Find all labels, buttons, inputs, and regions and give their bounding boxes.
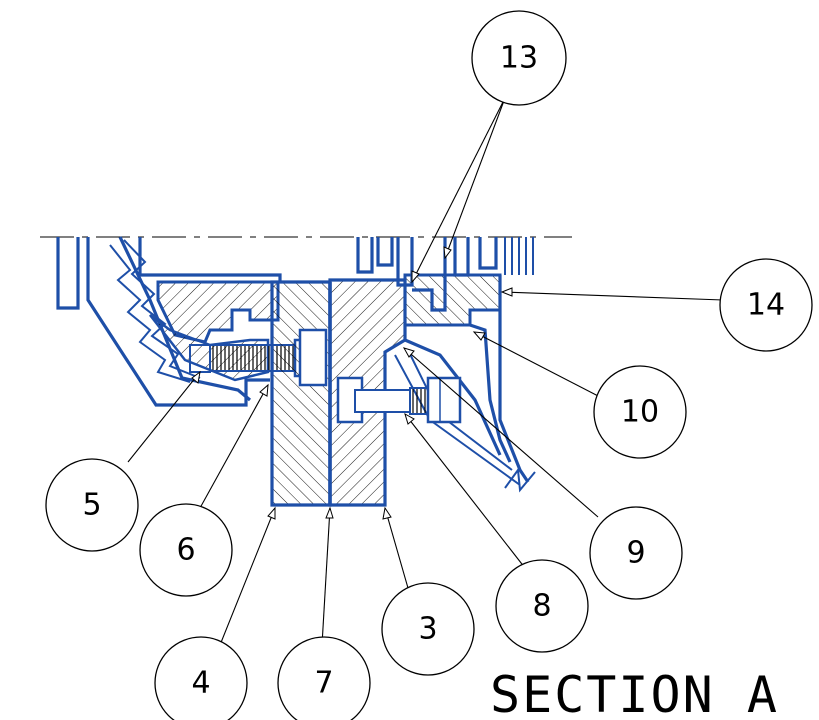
hub-part-4 xyxy=(270,280,332,507)
callout-4: 4 xyxy=(154,636,248,720)
callout-7: 7 xyxy=(277,636,371,720)
callout-5: 5 xyxy=(45,458,139,552)
callout-6: 6 xyxy=(139,503,233,597)
upper-fins xyxy=(356,237,534,312)
callout-3: 3 xyxy=(381,582,475,676)
left-housing xyxy=(56,236,282,407)
callout-14: 14 xyxy=(719,258,813,352)
callout-13-label: 13 xyxy=(500,41,538,76)
right-cover xyxy=(394,273,536,493)
callout-9: 9 xyxy=(589,506,683,600)
callout-10: 10 xyxy=(593,365,687,459)
callout-10-label: 10 xyxy=(621,395,659,430)
callout-8-label: 8 xyxy=(532,589,551,624)
callout-6-label: 6 xyxy=(176,533,195,568)
callout-4-label: 4 xyxy=(191,666,210,701)
leader-lines xyxy=(127,97,724,646)
callout-9-label: 9 xyxy=(626,536,645,571)
callout-3-label: 3 xyxy=(418,612,437,647)
callout-8: 8 xyxy=(495,559,589,653)
callout-14-label: 14 xyxy=(747,288,785,323)
right-bolt xyxy=(336,376,462,424)
callout-7-label: 7 xyxy=(314,666,333,701)
callout-13: 13 xyxy=(471,10,567,106)
callout-5-label: 5 xyxy=(82,488,101,523)
section-title: SECTION A xyxy=(490,666,779,720)
